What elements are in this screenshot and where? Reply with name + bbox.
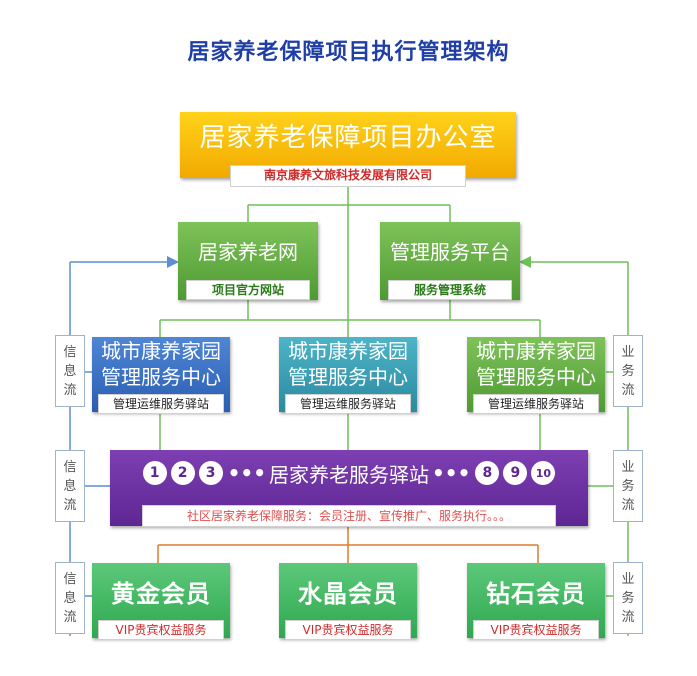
business-flow-label-2: 业务流 bbox=[613, 450, 643, 522]
station-dots-right: ••• bbox=[432, 461, 471, 485]
service-center-2-sub: 管理运维服务驿站 bbox=[285, 394, 411, 414]
info-flow-label-2: 信息流 bbox=[55, 450, 85, 522]
gold-member-label: 黄金会员 bbox=[111, 580, 211, 608]
website-sub: 项目官方网站 bbox=[186, 280, 310, 300]
business-flow-label-3: 业务流 bbox=[613, 562, 643, 634]
website-label: 居家养老网 bbox=[198, 239, 298, 264]
project-office-label: 居家养老保障项目办公室 bbox=[199, 122, 497, 153]
info-flow-label-3: 信息流 bbox=[55, 562, 85, 634]
station-number-3: 3 bbox=[198, 461, 223, 485]
station-number-2: 2 bbox=[170, 461, 195, 485]
service-center-3-sub: 管理运维服务驿站 bbox=[473, 394, 599, 414]
crystal-member-label: 水晶会员 bbox=[298, 580, 398, 608]
station-number-8: 8 bbox=[475, 461, 500, 485]
platform-sub: 服务管理系统 bbox=[388, 280, 512, 300]
station-dots-left: ••• bbox=[227, 461, 266, 485]
diagram-title: 居家养老保障项目执行管理架构 bbox=[187, 40, 510, 65]
info-flow-label-1: 信息流 bbox=[55, 335, 85, 407]
station-number-1: 1 bbox=[142, 461, 167, 485]
company-label: 南京康养文旅科技发展有限公司 bbox=[230, 165, 466, 187]
diamond-member-sub: VIP贵宾权益服务 bbox=[473, 620, 599, 640]
platform-label: 管理服务平台 bbox=[390, 239, 510, 264]
gold-member-sub: VIP贵宾权益服务 bbox=[98, 620, 224, 640]
station-number-10: 10 bbox=[531, 461, 556, 485]
station-label: 居家养老服务驿站 bbox=[269, 462, 429, 487]
service-center-1-sub: 管理运维服务驿站 bbox=[98, 394, 224, 414]
crystal-member-sub: VIP贵宾权益服务 bbox=[285, 620, 411, 640]
station-number-9: 9 bbox=[503, 461, 528, 485]
station-sub: 社区居家养老保障服务：会员注册、宣传推广、服务执行。。。 bbox=[142, 505, 556, 527]
diamond-member-label: 钻石会员 bbox=[486, 580, 586, 608]
business-flow-label-1: 业务流 bbox=[613, 335, 643, 407]
